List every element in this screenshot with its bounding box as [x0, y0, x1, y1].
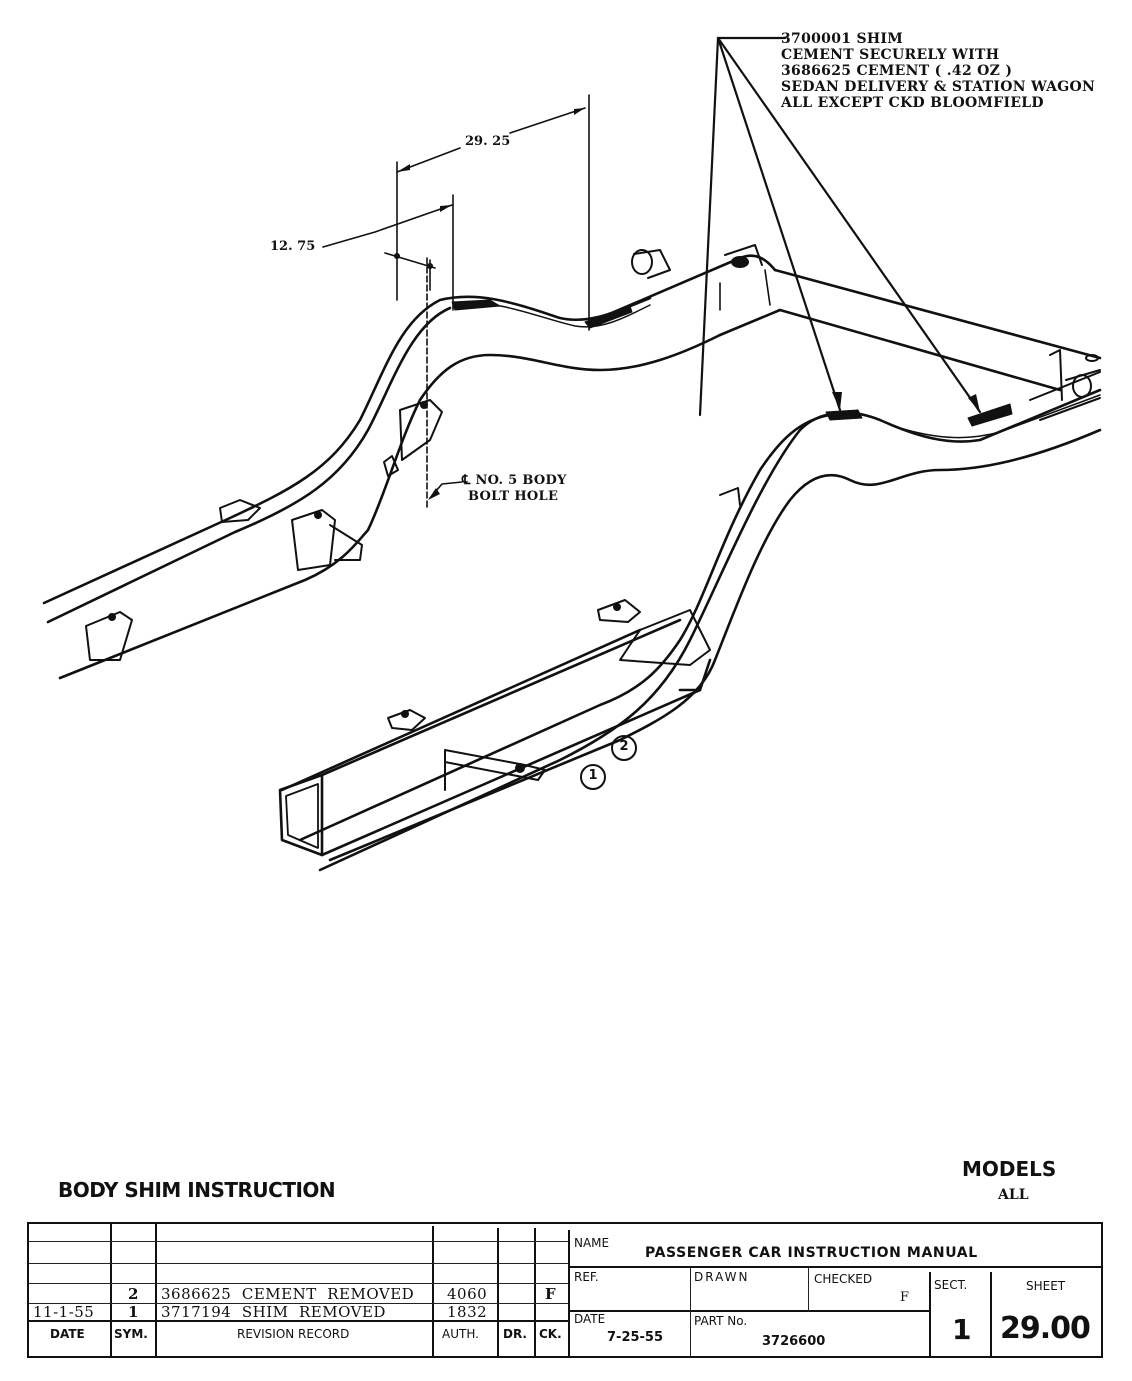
shim-callout-line: ALL EXCEPT CKD BLOOMFIELD [781, 95, 1044, 111]
revision-record: 3686625 CEMENT REMOVED [161, 1285, 415, 1303]
shim-callout-line: SEDAN DELIVERY & STATION WAGON [781, 79, 1096, 95]
shim-callout-leaders [698, 36, 982, 417]
ref-label: REF. [574, 1270, 599, 1284]
shim-callout-line: 3686625 CEMENT ( .42 OZ ) [781, 63, 1013, 79]
header-revision-record: REVISION RECORD [237, 1327, 350, 1341]
header-ck: CK. [539, 1327, 562, 1341]
rear-spring-hanger-right [1029, 349, 1101, 421]
right-crossmember-bracket [444, 749, 546, 791]
right-rail-box-end [278, 609, 712, 857]
rear-crossmember-shim [967, 403, 1013, 427]
shim-callout-line: CEMENT SECURELY WITH [781, 47, 1000, 63]
page-title: BODY SHIM INSTRUCTION [58, 1178, 336, 1202]
revision-marker-1-circle [580, 764, 606, 790]
revision-marker-2-circle [611, 735, 637, 761]
body-mount-brackets [85, 399, 741, 731]
revision-marker-1: 1 [588, 768, 598, 783]
header-dr: DR. [503, 1327, 527, 1341]
name-label: NAME [574, 1236, 610, 1250]
header-auth: AUTH. [442, 1327, 479, 1341]
right-rail-shim [825, 409, 863, 421]
shim-callout-line: 3700001 SHIM [781, 31, 904, 47]
title-block-table [27, 1222, 1103, 1358]
part-value: 3726600 [762, 1334, 826, 1349]
sheet-label: SHEET [1026, 1279, 1066, 1293]
dimension-short-label: 12. 75 [270, 239, 316, 254]
bolt-hole-callout: ℄ NO. 5 BODY BOLT HOLE [462, 473, 567, 505]
revision-ck: F [545, 1285, 557, 1303]
sect-value: 1 [952, 1313, 972, 1346]
checked-label: CHECKED [814, 1272, 873, 1286]
rear-spring-hanger-left [631, 244, 763, 279]
checked-value: F [900, 1290, 910, 1305]
left-rail-shim [451, 299, 501, 311]
sheet-value: 29.00 [1000, 1311, 1091, 1346]
models-label: MODELS [962, 1157, 1057, 1181]
bolt-hole-callout-line: BOLT HOLE [468, 489, 559, 504]
name-value: PASSENGER CAR INSTRUCTION MANUAL [645, 1245, 978, 1261]
header-sym: SYM. [114, 1327, 148, 1341]
rear-upper-rail [598, 254, 1102, 392]
part-label: PART No. [694, 1314, 748, 1328]
revision-sym: 2 [128, 1285, 139, 1303]
revision-marker-2: 2 [619, 739, 629, 754]
date-label: DATE [574, 1312, 606, 1326]
models-value: ALL [998, 1187, 1029, 1203]
bolt-hole-callout-line: ℄ NO. 5 BODY [462, 473, 567, 488]
revision-sym: 1 [128, 1303, 139, 1321]
revision-auth: 1832 [447, 1303, 488, 1321]
dimension-long-label: 29. 25 [465, 134, 511, 149]
shim-callout: 3700001 SHIM CEMENT SECURELY WITH 368662… [781, 31, 1095, 111]
dimension-arrowheads [394, 108, 585, 269]
header-date: DATE [50, 1327, 85, 1341]
sect-label: SECT. [934, 1278, 968, 1292]
revision-auth: 4060 [447, 1285, 488, 1303]
revision-date: 11-1-55 [33, 1303, 95, 1321]
drawn-label: DRAWN [694, 1270, 750, 1284]
date-value: 7-25-55 [607, 1330, 664, 1345]
dimension-lines [322, 94, 590, 511]
revision-record: 3717194 SHIM REMOVED [161, 1303, 386, 1321]
